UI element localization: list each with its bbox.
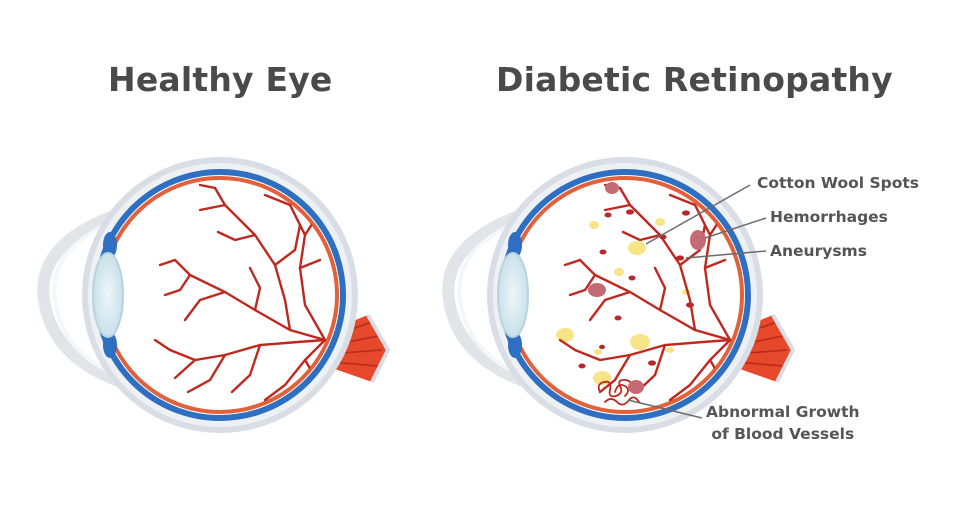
abnormal-vessel-growth bbox=[597, 378, 640, 406]
callout-leader-lines bbox=[627, 184, 767, 419]
healthy-eye-title: Healthy Eye bbox=[108, 60, 333, 99]
cotton-wool-spots-label: Cotton Wool Spots bbox=[757, 174, 920, 192]
aneurysms-label: Aneurysms bbox=[770, 242, 867, 260]
healthy-eye bbox=[37, 157, 391, 433]
iris bbox=[103, 232, 117, 258]
abnormal-growth-label-line2: of Blood Vessels bbox=[711, 425, 855, 443]
aneurysms bbox=[578, 209, 694, 369]
cornea bbox=[442, 209, 527, 386]
abnormal-growth-leader bbox=[627, 399, 703, 419]
hemorrhages-label: Hemorrhages bbox=[770, 208, 888, 226]
lens bbox=[497, 252, 529, 338]
iris bbox=[508, 232, 522, 258]
cotton-wool-leader bbox=[645, 184, 751, 245]
diabetic-retinopathy-title: Diabetic Retinopathy bbox=[496, 60, 893, 99]
cornea bbox=[37, 209, 122, 386]
abnormal-growth-label: Abnormal Growth of Blood Vessels bbox=[706, 401, 860, 445]
retina bbox=[101, 176, 339, 414]
hemorrhages bbox=[588, 182, 706, 394]
retina bbox=[506, 176, 744, 414]
lens bbox=[92, 252, 124, 338]
aneurysms-leader bbox=[685, 250, 767, 259]
diabetic-eye bbox=[442, 157, 796, 433]
abnormal-growth-label-line1: Abnormal Growth bbox=[706, 403, 860, 421]
hemorrhages-leader bbox=[704, 217, 767, 239]
